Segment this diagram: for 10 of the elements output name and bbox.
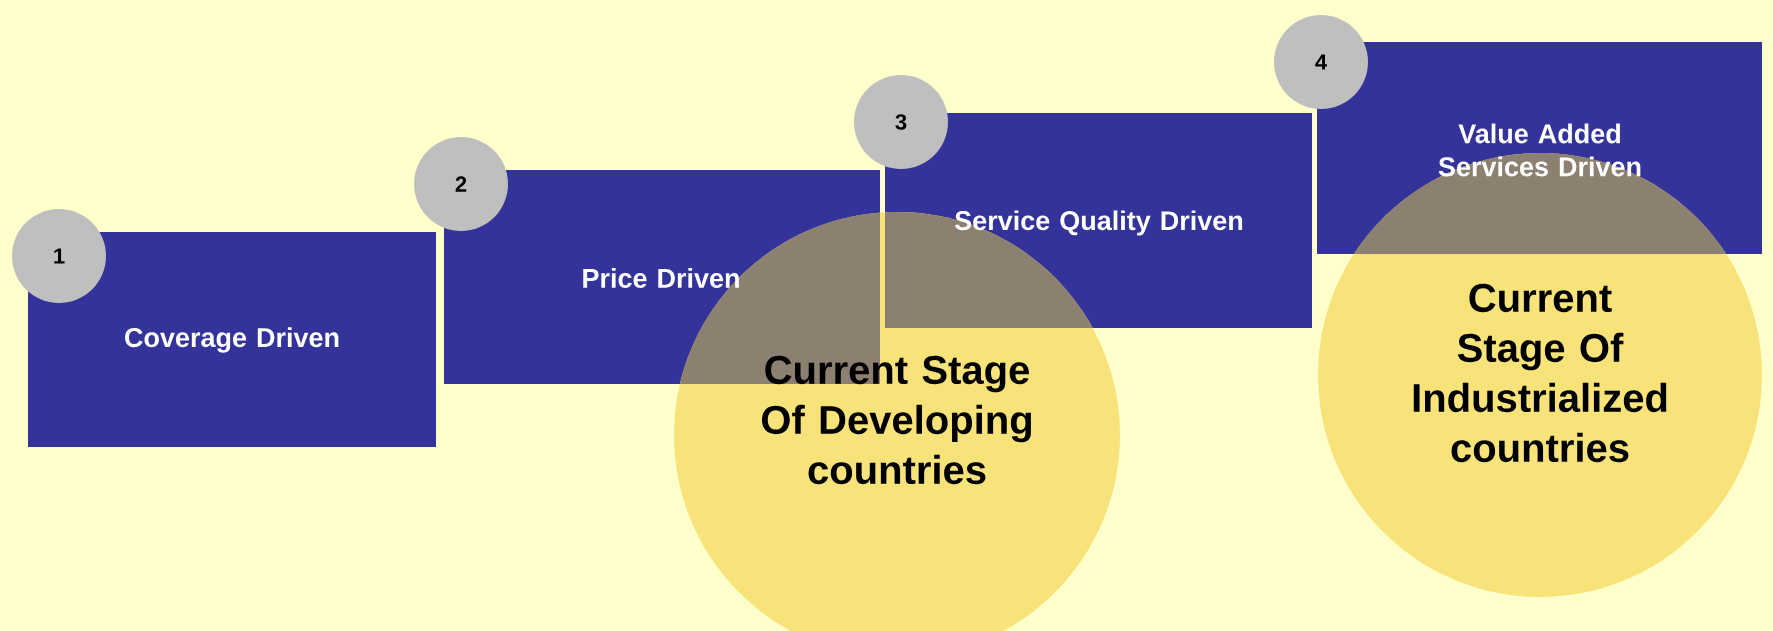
box-label: Service Quality Driven xyxy=(955,210,1243,236)
step-number: 1 xyxy=(12,209,106,303)
circle-label: Current Stage Of Industrialized countries xyxy=(1413,283,1667,463)
box-label: Price Driven xyxy=(583,268,739,288)
box-label: Coverage Driven xyxy=(125,327,339,353)
step-number: 3 xyxy=(854,75,948,169)
highlight-circle xyxy=(1318,153,1762,597)
stage-box xyxy=(28,232,436,447)
step-number: 2 xyxy=(414,137,508,231)
step-number: 4 xyxy=(1274,15,1368,109)
